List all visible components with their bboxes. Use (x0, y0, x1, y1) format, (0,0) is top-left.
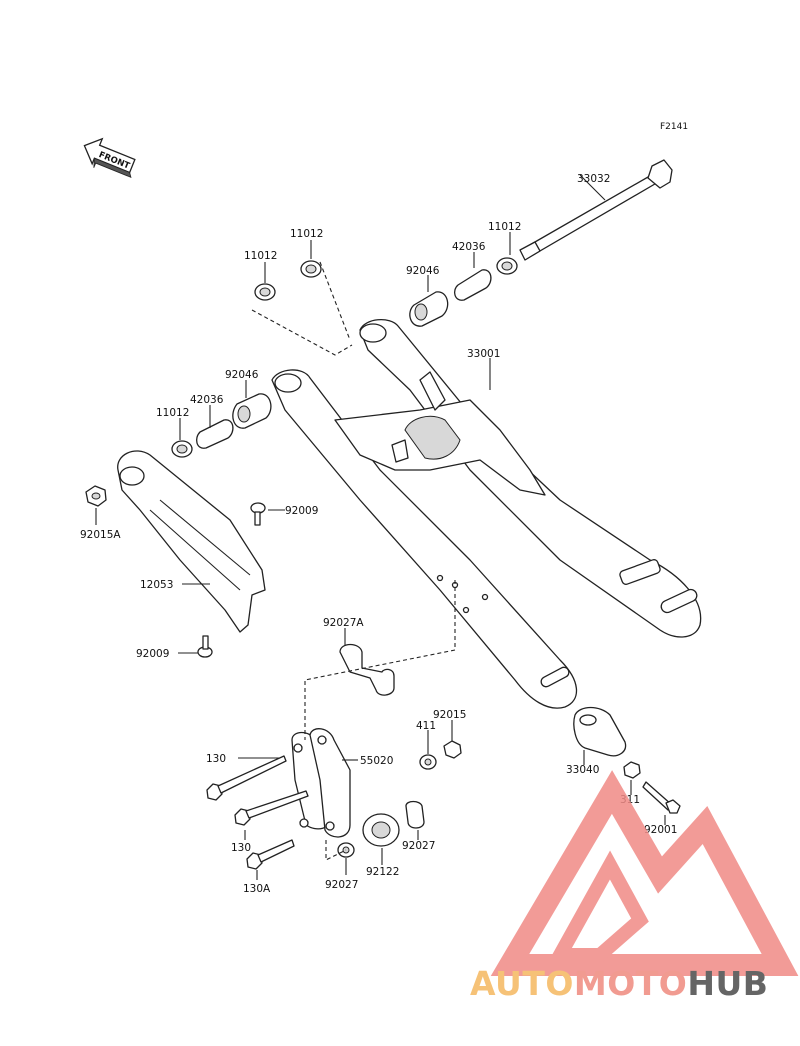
collar-11012-right (496, 257, 518, 275)
triangle-logo-icon (490, 770, 799, 976)
label-92046-right: 92046 (406, 265, 440, 277)
nut-92015A (85, 485, 107, 507)
nut-92015 (443, 740, 462, 759)
bolt-130-middle (234, 790, 309, 826)
collar-92027-right (405, 800, 425, 829)
label-92027-left: 92027 (325, 879, 358, 891)
chain-guide (117, 450, 266, 633)
label-11012-top: 11012 (290, 228, 323, 240)
bolt-92009-lower (197, 635, 213, 658)
collar-11012-top (300, 260, 322, 278)
bushing-92046-right (409, 291, 449, 327)
sleeve-42036-right (453, 269, 492, 301)
nut-311 (623, 761, 641, 779)
reference-code: F2141 (660, 122, 688, 132)
bolt-130A (246, 839, 295, 870)
label-92015A: 92015A (80, 529, 121, 541)
label-33032: 33032 (577, 173, 610, 185)
label-92027-right: 92027 (402, 840, 435, 852)
watermark-logo: AUTOMOTOHUB (470, 770, 799, 1003)
label-92027A: 92027A (323, 617, 364, 629)
label-130-upper: 130 (206, 753, 226, 765)
sleeve-42036-left (195, 419, 234, 449)
label-33001: 33001 (467, 348, 500, 360)
label-12053: 12053 (140, 579, 173, 591)
swingarm (271, 319, 702, 709)
pivot-shaft (519, 159, 673, 261)
leader-lines (95, 174, 666, 880)
washer-411 (419, 754, 437, 770)
adjuster-33040 (573, 706, 627, 757)
label-92009-lower: 92009 (136, 648, 169, 660)
label-411: 411 (416, 720, 436, 732)
label-11012-right: 11012 (488, 221, 521, 233)
label-11012-upper-left: 11012 (244, 250, 277, 262)
label-92009-upper: 92009 (285, 505, 318, 517)
watermark-text: AUTOMOTOHUB (470, 964, 768, 1003)
label-11012-left: 11012 (156, 407, 189, 419)
spacer-92027A (339, 643, 395, 696)
watermark-moto: MOTO (574, 964, 687, 1003)
part-labels: 33032 11012 42036 92046 33001 11012 1101… (80, 173, 677, 895)
bushing-92046-left (232, 393, 272, 429)
label-130A: 130A (243, 883, 271, 895)
watermark-hub: HUB (687, 964, 768, 1003)
label-55020: 55020 (360, 755, 393, 767)
label-92001: 92001 (644, 824, 677, 836)
bracket-55020 (291, 728, 351, 838)
label-42036-right: 42036 (452, 241, 486, 253)
front-arrow-icon: FRONT (83, 137, 136, 178)
label-92046-left: 92046 (225, 369, 259, 381)
label-42036-left: 42036 (190, 394, 224, 406)
collar-11012-upper-left (254, 283, 276, 301)
label-92015: 92015 (433, 709, 466, 721)
label-130-middle: 130 (231, 842, 251, 854)
collar-11012-left (171, 440, 193, 458)
bolt-92001 (642, 781, 681, 814)
label-33040: 33040 (566, 764, 599, 776)
label-92122: 92122 (366, 866, 399, 878)
bearing-92122 (362, 813, 400, 847)
bolt-92009-upper (250, 502, 266, 526)
bolt-130-upper (206, 755, 287, 801)
watermark-auto: AUTO (470, 964, 574, 1003)
